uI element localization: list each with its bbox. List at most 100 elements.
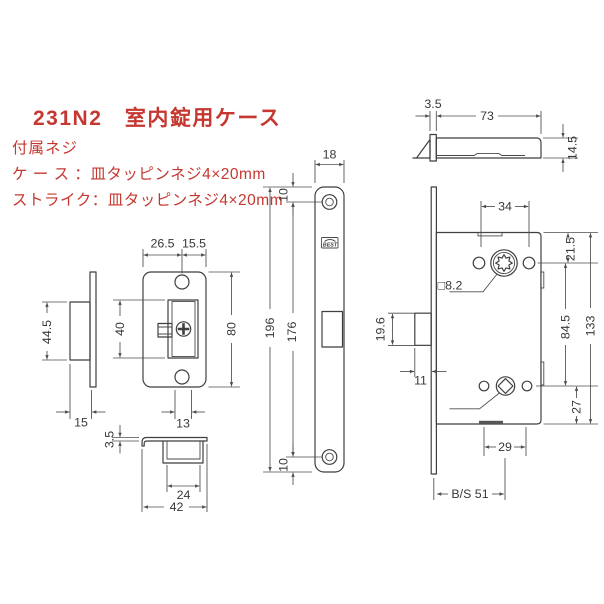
dim-tab-width: 13 [176,417,190,431]
latch-bolt-front [414,312,432,347]
phillips-cross-icon [177,323,190,335]
dim-bottom-tab: 29 [498,440,512,454]
strike-box-side [69,301,91,361]
adjuster-tab [157,322,173,338]
case-side-view: 3.5 73 14.5 [412,97,580,172]
latch-bolt-side [412,138,431,159]
screw-hole-top [321,194,338,210]
brand-logo-box [321,237,339,249]
case-body-outline [435,231,542,425]
dim-case-height-side: 14.5 [566,136,580,160]
extension-lines [483,427,527,456]
extension-lines [263,186,322,473]
strike-top-view: 3.5 24 42 [103,425,208,514]
dim-box-height: 44.5 [40,320,54,344]
screw-hole-bottom [174,369,190,385]
dim-hub-span: 34 [498,200,512,214]
hub-ring [492,251,516,275]
screw-hole-bottom-inner [325,452,334,462]
dim-hub-pitch: 84.5 [559,315,573,339]
faceplate-outline [314,186,345,473]
dim-strike-height: 80 [225,322,239,336]
faceplate-edge [429,133,437,162]
adjust-screw [175,321,192,337]
screw-hole-bottom [321,449,338,465]
brand-logo-arc [324,239,336,242]
strike-box-outer [162,440,204,464]
dim-width-left: 26.5 [150,237,174,251]
extension-lines [141,444,208,512]
dim-case-height: 133 [584,316,598,337]
extension-lines [429,111,542,134]
dim-box-depth: 15 [74,416,88,430]
dim-screw-pitch: 176 [285,322,299,343]
extension-lines [174,390,192,419]
square-hub-outer [495,376,516,396]
extension-lines [543,137,578,159]
strike-side-view: 44.5 15 [40,271,106,430]
extension-lines [42,301,67,361]
strike-plate-top [141,436,208,447]
leader-square-hole [449,392,501,410]
dim-latch-height: 19.6 [374,317,388,341]
case-bottom-notch [436,153,525,156]
extension-lines [113,299,165,359]
side-tab-upper [540,271,545,289]
dim-backset: B/S 51 [451,487,488,501]
dim-bottom-offset: 10 [277,458,291,472]
extension-lines [536,232,598,425]
dim-strike-width: 42 [170,500,184,514]
extension-lines [480,201,530,247]
dim-plate-thickness: 3.5 [103,431,117,448]
dim-hub-to-bottom: 27 [570,400,584,414]
dim-box-width: 24 [177,488,191,502]
note-strike-screw: ストライク：皿タッピンネジ4×20mm [12,192,284,209]
screw-hole-top [174,274,190,290]
hub-outer [490,249,518,277]
dim-case-depth: 73 [480,109,494,123]
brand-logo-text: BEST [323,243,338,249]
dim-width-right: 15.5 [182,237,206,251]
dim-top-offset: 10 [277,188,291,202]
extension-lines [388,312,431,346]
extension-lines [314,160,345,183]
strike-plate-outline [142,271,207,388]
post-hole-right [522,256,536,270]
case-body-side [435,137,542,159]
faceplate-edge [430,186,438,475]
adjuster-tab-lines [158,326,172,335]
strike-plate-edge [89,271,97,388]
strike-box-inner [166,441,201,460]
extension-lines [142,249,207,274]
post-hole-bottom-left [478,380,490,392]
top-tab [477,232,503,237]
square-hub-hole [497,378,514,394]
faceplate-front-view: BEST 18 196 176 10 10 [263,148,345,485]
strike-front-view: 26.5 15.5 40 80 13 [113,237,240,431]
extension-lines [112,437,139,442]
page-title: 231N2 室内錠用ケース [33,107,282,130]
bottom-tab [479,420,503,424]
extension-lines [208,271,240,388]
dim-latch-projection: 11 [414,374,427,388]
hub-star-hole [495,254,513,272]
dim-faceplate-width: 18 [323,148,337,162]
dim-faceplate-length: 196 [263,318,277,339]
case-front-view: □8.2 19.6 11 34 29 B/S 51 [374,186,598,501]
leader-hub-hole [449,273,498,293]
extension-lines [433,458,506,500]
latch-opening [167,299,199,359]
screw-hole-top-inner [325,197,334,207]
dim-plate-thickness: 3.5 [424,97,441,111]
dim-top-to-hub: 21.5 [564,237,578,261]
label-hub-hole: □8.2 [438,279,463,293]
note-case-screw: ケ ー ス ：皿タッピンネジ4×20mm [12,166,266,183]
side-tab-lower [540,361,545,386]
extension-lines [69,364,92,419]
post-hole-bottom-right [521,380,533,392]
extension-lines [166,465,201,492]
post-hole-left [472,256,486,270]
note-included-screws: 付属ネジ [12,140,79,157]
